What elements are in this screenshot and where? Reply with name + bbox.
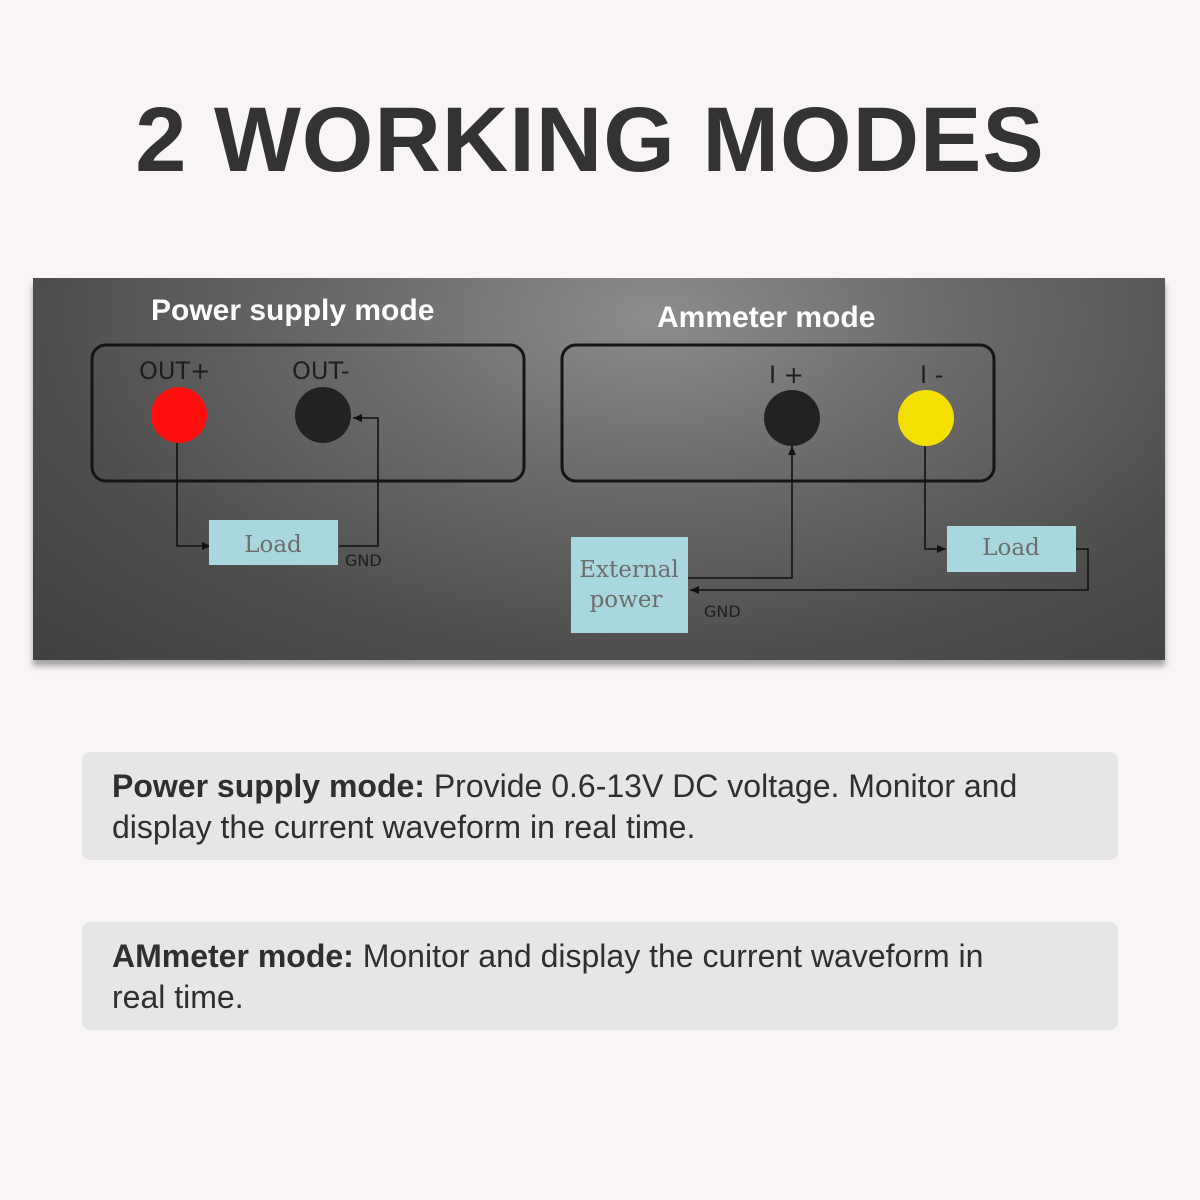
ammeter-device-outline [560,343,996,483]
ammeter-mode-card-label: AMmeter mode: [112,938,354,974]
page-title: 2 WORKING MODES [135,89,1045,191]
wiring-diagram: Power supply mode OUT+ OUT- Load GND Amm… [90,294,1089,633]
out-minus-wire [339,414,379,547]
out-plus-label: OUT+ [139,357,210,385]
external-power-box [571,537,688,633]
power-supply-device-outline [90,343,526,483]
i-plus-terminal [764,390,820,446]
load-label-ammeter: Load [982,535,1040,561]
out-minus-terminal [295,387,351,443]
external-power-label-line2: power [590,587,663,613]
power-supply-mode-card-label: Power supply mode: [112,768,425,804]
out-plus-wire [176,443,211,550]
load-box-power [209,520,338,565]
i-minus-label: I - [920,361,943,389]
i-plus-label: I + [769,361,804,389]
ammeter-mode-card-text: Monitor and display the current waveform… [112,938,984,1015]
i-minus-wire [924,446,946,553]
i-minus-terminal [898,390,954,446]
power-supply-mode-card-text: Provide 0.6-13V DC voltage. Monitor and … [112,768,1018,845]
ammeter-mode-card: AMmeter mode: Monitor and display the cu… [82,922,1118,1030]
gnd-label-ammeter: GND [704,602,741,621]
out-plus-terminal [151,387,207,443]
power-supply-mode-heading: Power supply mode [151,294,434,327]
wiring-diagram-panel: Power supply mode OUT+ OUT- Load GND Amm… [33,278,1165,660]
load-box-ammeter [947,526,1076,572]
out-minus-label: OUT- [292,357,350,385]
external-power-label-line1: External [579,557,679,583]
load-return-wire [690,548,1089,594]
external-power-wire [688,446,796,579]
power-supply-mode-card: Power supply mode: Provide 0.6-13V DC vo… [82,752,1118,860]
load-label-power: Load [244,532,302,558]
gnd-label-power: GND [345,551,382,570]
ammeter-mode-heading: Ammeter mode [657,301,875,334]
